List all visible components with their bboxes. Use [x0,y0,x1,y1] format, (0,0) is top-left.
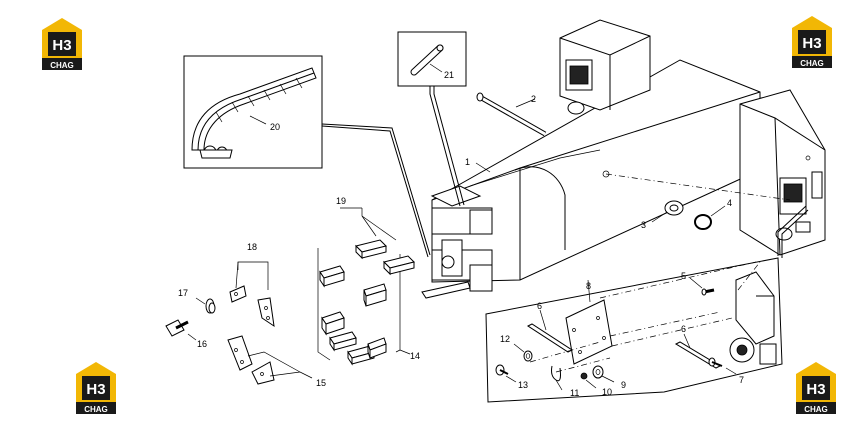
callout-12: 12 [500,334,510,344]
callout-2: 2 [531,94,536,104]
callout-3: 3 [641,220,646,230]
callout-8: 8 [586,281,591,291]
logo-mark: H3 [52,37,71,54]
callout-10: 10 [602,387,612,397]
ring-part-4 [694,205,726,230]
pad [363,283,387,307]
logo-bottom-right: H3 CHAG [796,362,836,414]
detail-box-drag-chain [183,55,431,258]
logo-mark: H3 [806,381,825,398]
callout-6a: 6 [537,301,542,311]
callout-9: 9 [621,380,626,390]
pin-part-2 [476,92,547,137]
boom-assembly [421,19,826,299]
logo-bottom-left: H3 CHAG [76,362,116,414]
callout-4: 4 [727,198,732,208]
callout-15: 15 [316,378,326,388]
logo-word: CHAG [800,59,824,68]
logo-top-right: H3 CHAG [792,16,832,68]
callout-labels: 1 2 3 4 5 6 6 7 8 9 10 11 12 13 14 15 16… [178,70,744,398]
pad [355,239,387,260]
callout-13: 13 [518,380,528,390]
logo-word: CHAG [804,405,828,414]
pad [329,331,357,352]
callout-1: 1 [465,157,470,167]
callout-7: 7 [739,375,744,385]
callout-6b: 6 [681,324,686,334]
callout-17: 17 [178,288,188,298]
pad [367,337,387,359]
pad [383,255,415,276]
bracket-group-left [165,261,313,385]
pad [319,265,345,288]
callout-18: 18 [247,242,257,252]
logo-top-left: H3 CHAG [42,18,82,70]
callout-11: 11 [570,388,579,398]
callout-21: 21 [444,70,454,80]
logo-mark: H3 [86,381,105,398]
detail-box-pin [397,31,467,207]
pad [321,311,345,336]
callout-19: 19 [336,196,346,206]
logo-word: CHAG [50,61,74,70]
logo-word: CHAG [84,405,108,414]
detail-box-mounting-plate [485,205,809,403]
washer-part-3 [651,200,684,223]
callout-16: 16 [197,339,207,349]
callout-5: 5 [681,271,686,281]
callout-20: 20 [270,122,280,132]
logo-mark: H3 [802,35,821,52]
callout-14: 14 [410,351,420,361]
wear-pads-group [317,207,415,366]
